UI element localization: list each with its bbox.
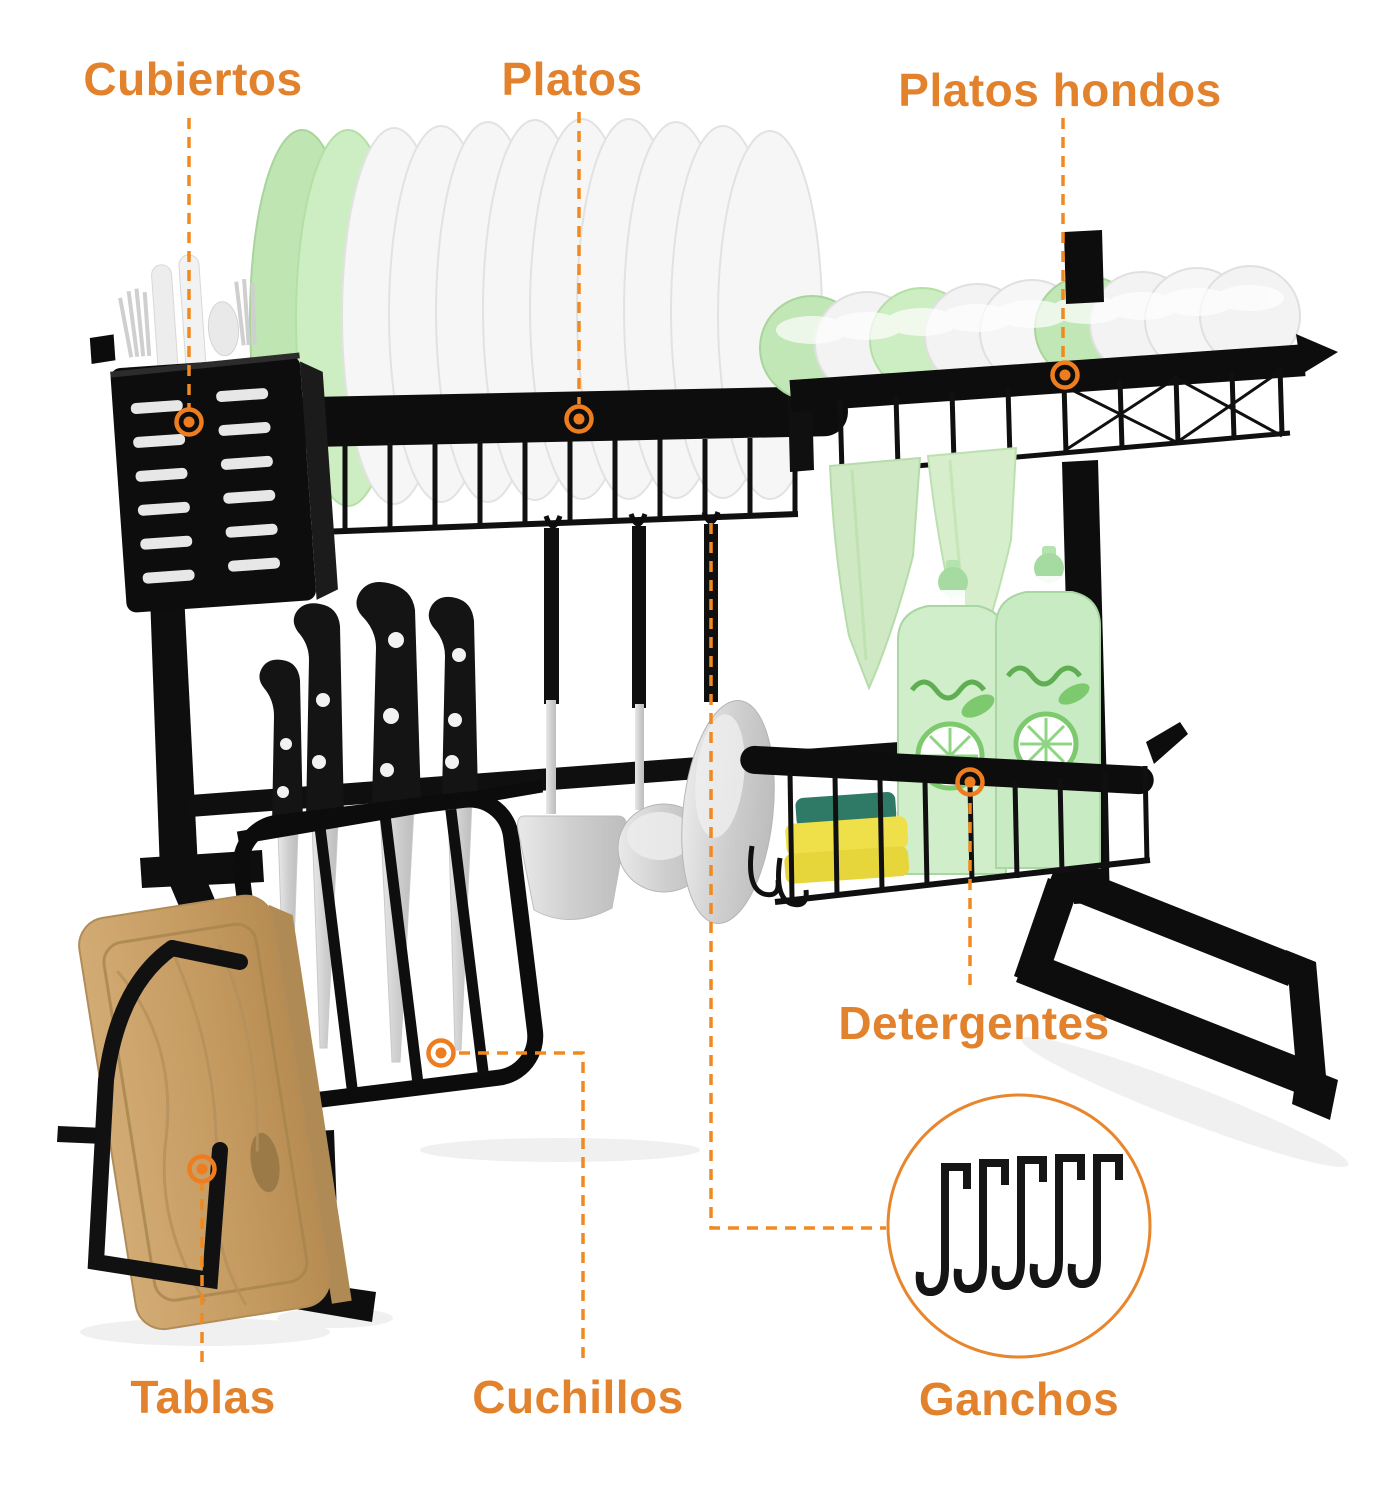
bowl-rack bbox=[759, 265, 1338, 691]
cutlery bbox=[118, 254, 257, 384]
hanging-utensils bbox=[517, 524, 775, 924]
sponge bbox=[784, 791, 910, 884]
label-platos: Platos bbox=[501, 53, 643, 105]
serving-spoon bbox=[681, 524, 775, 924]
detergent-basket bbox=[740, 546, 1188, 908]
label-platos-hondos: Platos hondos bbox=[898, 64, 1222, 116]
knife-handles bbox=[259, 582, 478, 826]
knife-rivets bbox=[277, 632, 466, 798]
plate-rack-rail bbox=[252, 386, 848, 448]
cutting-board bbox=[78, 894, 352, 1331]
cup-slots bbox=[130, 388, 280, 584]
cutlery-holder bbox=[89, 254, 338, 613]
label-detergentes: Detergentes bbox=[838, 997, 1110, 1049]
spatula bbox=[517, 528, 627, 920]
hooks-detail bbox=[890, 1097, 1148, 1355]
label-cubiertos: Cubiertos bbox=[83, 53, 303, 105]
label-ganchos: Ganchos bbox=[918, 1373, 1120, 1425]
cutting-board-assembly bbox=[78, 894, 352, 1331]
plate-rack bbox=[249, 118, 848, 536]
bowls bbox=[759, 265, 1301, 401]
utensil-hooks bbox=[543, 511, 721, 529]
board-holder bbox=[87, 940, 248, 1290]
plates bbox=[249, 118, 823, 507]
bowl-rack-rail bbox=[789, 344, 1306, 413]
label-cuchillos: Cuchillos bbox=[472, 1371, 684, 1423]
label-tablas: Tablas bbox=[130, 1371, 276, 1423]
